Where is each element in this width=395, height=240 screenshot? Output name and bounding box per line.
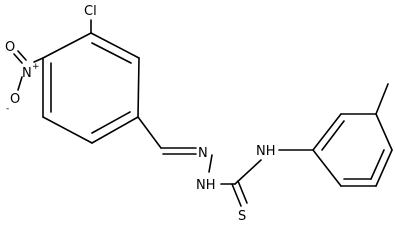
ring-b-bond-4 (375, 149, 393, 187)
chloronitrophenyl-ring (42, 32, 140, 144)
sulfur-label: S (238, 209, 246, 224)
tolyl-ring (312, 113, 393, 187)
ring-b-double-1 (321, 120, 345, 151)
structure-diagram: Cl N + O O - N NH NH S (5, 4, 393, 224)
n-o-single-bond (17, 76, 23, 91)
ring-b-bond-1 (312, 113, 342, 151)
n-nh-bond (208, 154, 213, 173)
ring-b-bond-3 (375, 113, 393, 151)
hydrazide-nh-label: NH (196, 178, 216, 193)
n-o-double-bond-b (17, 50, 27, 61)
ring-ch-bond (137, 116, 162, 149)
thioamide-nh-label: NH (256, 144, 276, 159)
nitro-oxygen-single-label: O (10, 92, 20, 107)
ring-b-double-2 (370, 149, 385, 180)
ring-a-bond-1 (90, 32, 140, 59)
ring-a-bond-2 (137, 57, 140, 118)
nitro-oxygen-double-label: O (5, 40, 15, 55)
ring-a-bond-6 (42, 32, 92, 59)
nitro-plus-charge: + (32, 62, 40, 72)
n-o-double-bond-a (13, 53, 23, 64)
methyl-bond (375, 83, 389, 115)
ring-a-double-1 (91, 42, 132, 64)
ring-a-bond-3 (91, 116, 139, 144)
ring-b-bond-6 (312, 149, 342, 187)
chlorine-label: Cl (84, 4, 97, 19)
c-s-double-bond-b (237, 180, 248, 204)
c-s-double-bond-a (231, 183, 242, 207)
ring-a-double-2 (91, 111, 131, 134)
imine-nitrogen-label: N (198, 146, 208, 161)
nitro-oxygen-minus-charge: - (6, 104, 9, 114)
ring-a-bond-4 (42, 116, 93, 144)
nitro-nitrogen-label: N (22, 66, 32, 81)
c-nh-bond (234, 159, 262, 185)
c-no2-bond (33, 57, 44, 63)
